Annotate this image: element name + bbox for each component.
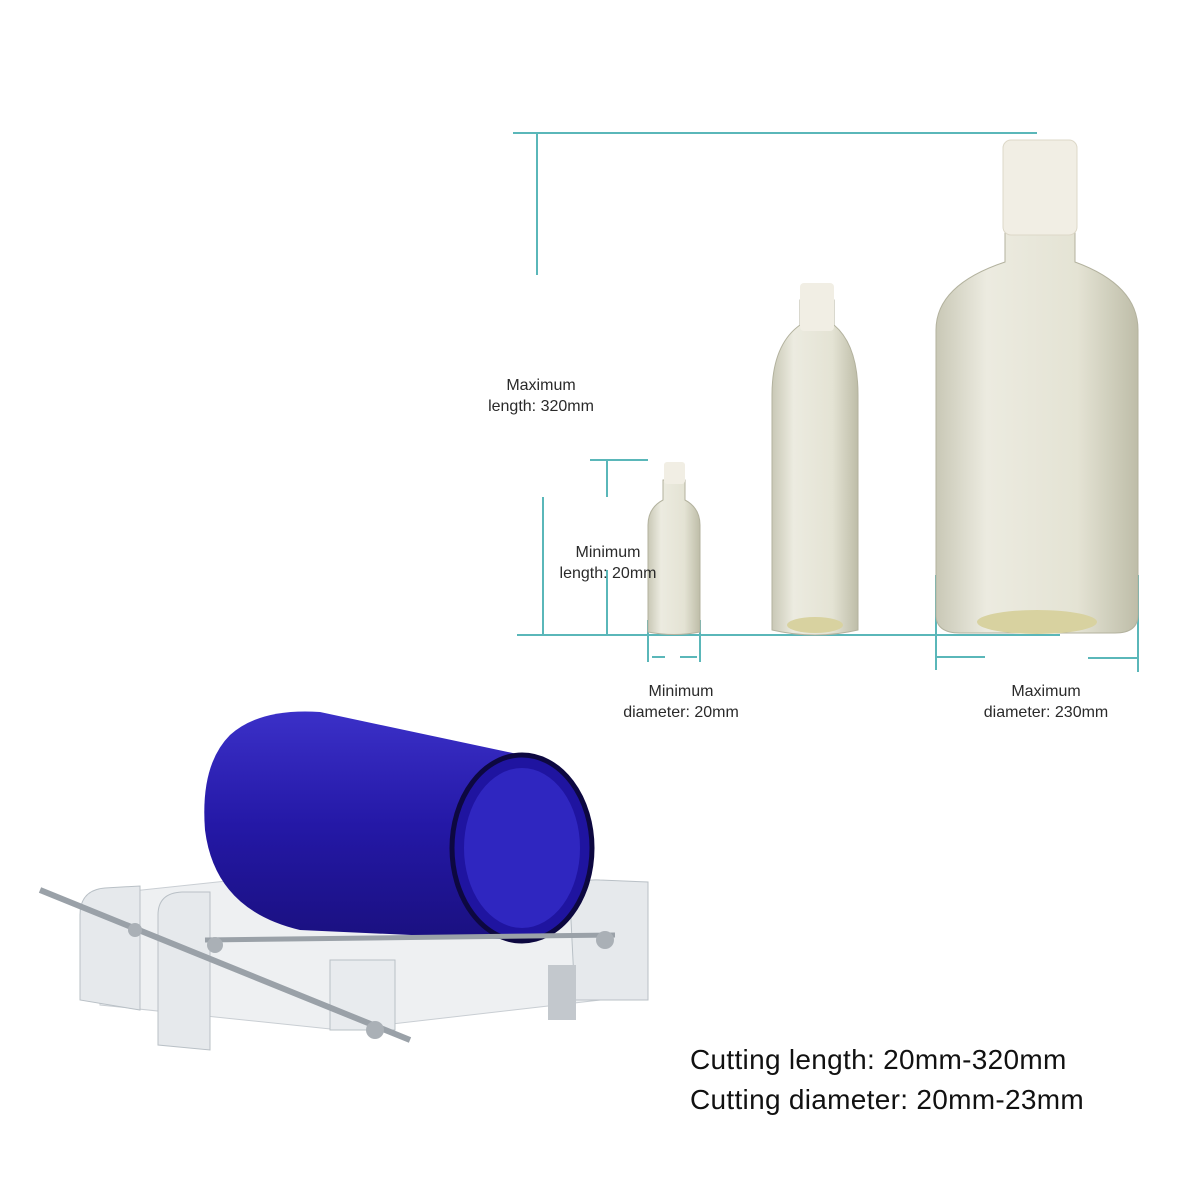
min-diameter-label: Minimum diameter: 20mm xyxy=(623,681,739,723)
bottle-cutter xyxy=(38,711,649,1051)
large-bottle xyxy=(935,139,1139,634)
label-line: Minimum xyxy=(575,544,641,561)
label-line: length: 320mm xyxy=(488,398,594,415)
medium-bottle xyxy=(771,283,859,636)
label-line: length: 20mm xyxy=(559,565,657,582)
label-line: Maximum xyxy=(1011,683,1081,700)
label-line: diameter: 20mm xyxy=(623,704,739,721)
max-diameter-label: Maximum diameter: 230mm xyxy=(984,681,1109,723)
blue-bottle xyxy=(204,711,523,940)
max-length-label: Maximum length: 320mm xyxy=(488,375,594,417)
min-length-label: Minimum length: 20mm xyxy=(560,542,657,584)
cutting-length-spec: Cutting length: 20mm-320mm xyxy=(690,1044,1067,1075)
label-line: Maximum xyxy=(506,377,576,394)
cutting-diameter-spec: Cutting diameter: 20mm-23mm xyxy=(690,1084,1085,1115)
label-line: diameter: 230mm xyxy=(983,704,1109,721)
label-line: Minimum xyxy=(648,683,714,700)
small-bottle xyxy=(647,462,701,635)
